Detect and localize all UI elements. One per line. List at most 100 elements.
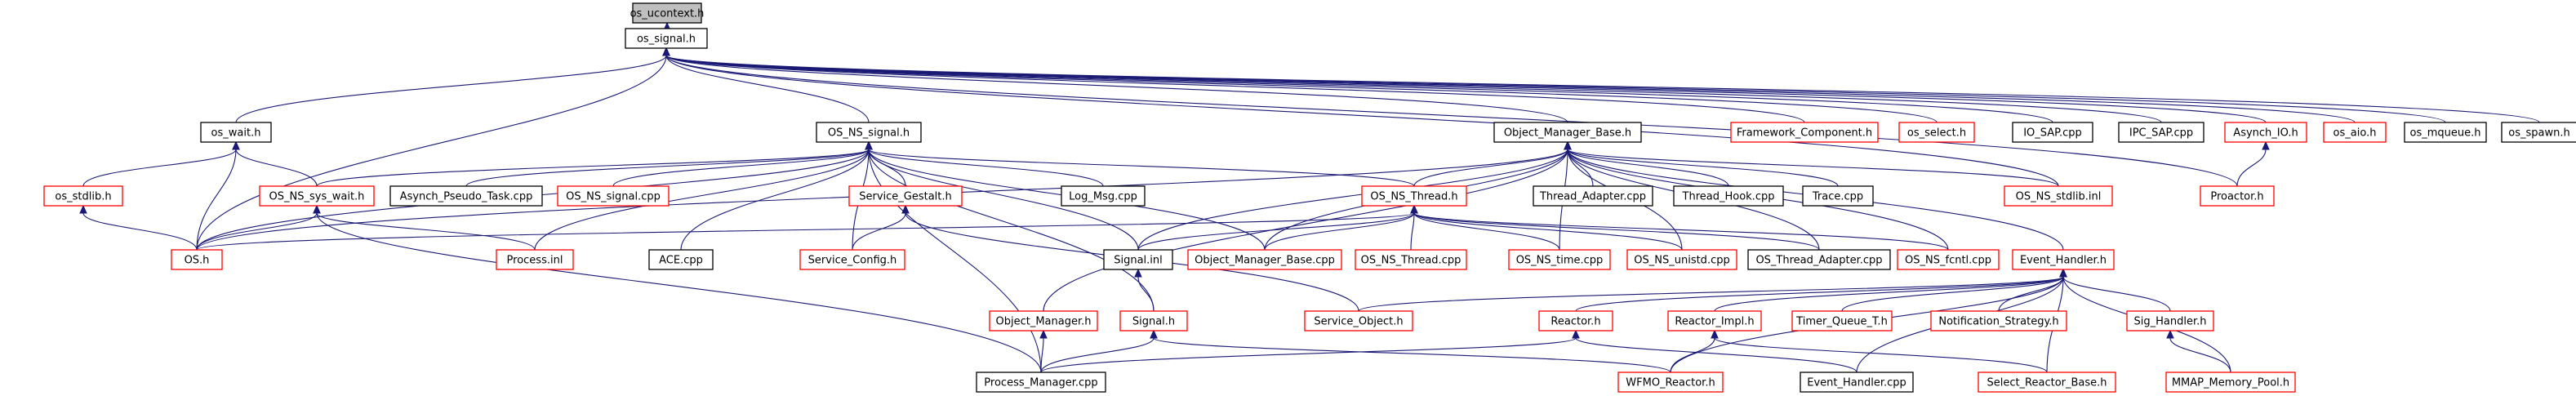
node-os_aio_h[interactable]: os_aio.h	[2323, 122, 2387, 143]
node-Process_Manager_cpp[interactable]: Process_Manager.cpp	[976, 372, 1106, 393]
edge-os_wait_h-to-os_signal_h	[235, 47, 670, 123]
node-Object_Manager_Base_cpp[interactable]: Object_Manager_Base.cpp	[1187, 249, 1342, 270]
node-label: os_spawn.h	[2508, 127, 2569, 140]
node-label: Signal.h	[1132, 316, 1175, 328]
edge-OS_NS_sys_wait_h-to-OS_NS_signal_h	[316, 140, 873, 187]
node-label: Service_Config.h	[808, 255, 897, 267]
node-WFMO_Reactor_h[interactable]: WFMO_Reactor.h	[1617, 372, 1724, 393]
node-box	[200, 122, 272, 143]
edge-Process_Manager_cpp-to-Object_Manager_h	[1039, 329, 1048, 373]
node-label: Object_Manager_Base.h	[1504, 127, 1631, 140]
node-Thread_Hook_cpp[interactable]: Thread_Hook.cpp	[1673, 185, 1784, 207]
edge-OS_NS_unistd_cpp-to-OS_NS_Thread_h	[1410, 204, 1683, 251]
node-box	[976, 372, 1106, 393]
node-box	[2012, 122, 2093, 143]
node-box	[43, 185, 123, 207]
edge-Object_Manager_h-to-Object_Manager_Base_h	[1043, 140, 1572, 312]
edge-Log_Msg_cpp-to-OS_NS_signal_h	[865, 140, 1104, 187]
edge-Framework_Component_h-to-os_signal_h	[662, 47, 1805, 123]
node-os_signal_h[interactable]: os_signal.h	[625, 28, 708, 49]
node-label: Framework_Component.h	[1737, 127, 1872, 140]
node-box	[2501, 122, 2576, 143]
node-OS_NS_Thread_cpp[interactable]: OS_NS_Thread.cpp	[1355, 249, 1467, 270]
node-OS_h[interactable]: OS.h	[171, 249, 223, 270]
node-IPC_SAP_cpp[interactable]: IPC_SAP.cpp	[2118, 122, 2205, 143]
node-Sig_Handler_h[interactable]: Sig_Handler.h	[2126, 310, 2214, 331]
node-box	[2165, 372, 2296, 393]
node-Service_Config_h[interactable]: Service_Config.h	[799, 249, 905, 270]
node-os_wait_h[interactable]: os_wait.h	[200, 122, 272, 143]
node-OS_NS_signal_cpp[interactable]: OS_NS_signal.cpp	[557, 185, 670, 207]
node-Proactor_h[interactable]: Proactor.h	[2200, 185, 2275, 207]
node-Log_Msg_cpp[interactable]: Log_Msg.cpp	[1061, 185, 1146, 207]
node-Process_inl[interactable]: Process.inl	[496, 249, 574, 270]
node-os_ucontext_h[interactable]: os_ucontext.h	[630, 2, 705, 24]
node-box	[1061, 185, 1146, 207]
node-box	[1673, 185, 1784, 207]
node-box	[648, 249, 714, 270]
node-label: os_wait.h	[211, 127, 261, 140]
node-box	[2200, 185, 2275, 207]
node-Reactor_h[interactable]: Reactor.h	[1538, 310, 1613, 331]
node-box	[989, 310, 1098, 331]
node-Asynch_IO_h[interactable]: Asynch_IO.h	[2224, 122, 2307, 143]
node-OS_Thread_Adapter_cpp[interactable]: OS_Thread_Adapter.cpp	[1747, 249, 1891, 270]
node-os_stdlib_h[interactable]: os_stdlib.h	[43, 185, 123, 207]
edge-OS_h-to-os_stdlib_h	[79, 204, 198, 251]
node-IO_SAP_cpp[interactable]: IO_SAP.cpp	[2012, 122, 2093, 143]
node-OS_NS_time_cpp[interactable]: OS_NS_time.cpp	[1508, 249, 1611, 270]
node-MMAP_Memory_Pool_h[interactable]: MMAP_Memory_Pool.h	[2165, 372, 2296, 393]
edge-OS_h-to-os_signal_h	[196, 47, 670, 251]
edge-Process_Manager_cpp-to-OS_NS_sys_wait_h	[313, 204, 1042, 373]
node-label: OS_NS_signal.h	[828, 127, 910, 140]
edge-WFMO_Reactor_h-to-Signal_h	[1150, 329, 1671, 373]
node-Thread_Adapter_cpp[interactable]: Thread_Adapter.cpp	[1533, 185, 1653, 207]
node-label: OS_NS_unistd.cpp	[1634, 255, 1729, 267]
node-box	[1538, 310, 1613, 331]
node-Event_Handler_cpp[interactable]: Event_Handler.cpp	[1800, 372, 1914, 393]
node-OS_NS_unistd_cpp[interactable]: OS_NS_unistd.cpp	[1626, 249, 1737, 270]
node-box	[1730, 122, 1879, 143]
edge-OS_NS_time_cpp-to-OS_NS_Thread_h	[1410, 204, 1560, 251]
node-os_spawn_h[interactable]: os_spawn.h	[2501, 122, 2576, 143]
edge-OS_NS_stdlib_inl-to-Object_Manager_Base_h	[1564, 140, 2059, 187]
node-label: Service_Object.h	[1314, 316, 1403, 328]
node-Select_Reactor_Base_h[interactable]: Select_Reactor_Base.h	[1978, 372, 2116, 393]
node-label: Sig_Handler.h	[2134, 316, 2207, 328]
node-Service_Object_h[interactable]: Service_Object.h	[1304, 310, 1413, 331]
node-Notification_Strategy_h[interactable]: Notification_Strategy.h	[1930, 310, 2067, 331]
edge-Trace_cpp-to-Object_Manager_Base_h	[1564, 140, 1839, 187]
node-os_mqueue_h[interactable]: os_mqueue.h	[2404, 122, 2487, 143]
node-box	[1533, 185, 1653, 207]
node-Signal_inl[interactable]: Signal.inl	[1103, 249, 1173, 270]
node-label: OS_NS_signal.cpp	[566, 191, 661, 203]
node-label: Trace.cpp	[1812, 191, 1863, 203]
node-Asynch_Pseudo_Task_cpp[interactable]: Asynch_Pseudo_Task.cpp	[389, 185, 543, 207]
edge-Notification_Strategy_h-to-Event_Handler_h	[1998, 268, 2067, 312]
node-os_select_h[interactable]: os_select.h	[1898, 122, 1975, 143]
node-Reactor_Impl_h[interactable]: Reactor_Impl.h	[1667, 310, 1762, 331]
node-OS_NS_stdlib_inl[interactable]: OS_NS_stdlib.inl	[2004, 185, 2113, 207]
node-Signal_h[interactable]: Signal.h	[1119, 310, 1188, 331]
edge-Service_Config_h-to-Service_Gestalt_h	[852, 204, 910, 251]
node-Event_Handler_h[interactable]: Event_Handler.h	[2012, 249, 2115, 270]
edge-Service_Object_h-to-Event_Handler_h	[1358, 268, 2067, 312]
node-label: Thread_Hook.cpp	[1682, 191, 1775, 203]
node-OS_NS_sys_wait_h[interactable]: OS_NS_sys_wait.h	[259, 185, 375, 207]
node-box	[625, 28, 708, 49]
node-OS_NS_fcntl_cpp[interactable]: OS_NS_fcntl.cpp	[1897, 249, 2000, 270]
node-Trace_cpp[interactable]: Trace.cpp	[1802, 185, 1874, 207]
node-ACE_cpp[interactable]: ACE.cpp	[648, 249, 714, 270]
node-OS_NS_signal_h[interactable]: OS_NS_signal.h	[816, 122, 922, 143]
edge-OS_NS_signal_h-to-os_signal_h	[662, 47, 870, 123]
node-box	[2126, 310, 2214, 331]
node-Framework_Component_h[interactable]: Framework_Component.h	[1730, 122, 1879, 143]
node-Service_Gestalt_h[interactable]: Service_Gestalt.h	[848, 185, 963, 207]
edge-MMAP_Memory_Pool_h-to-Sig_Handler_h	[2166, 329, 2231, 373]
node-Object_Manager_h[interactable]: Object_Manager.h	[989, 310, 1098, 331]
node-Object_Manager_Base_h[interactable]: Object_Manager_Base.h	[1493, 122, 1642, 143]
node-box	[1103, 249, 1173, 270]
node-label: Log_Msg.cpp	[1069, 191, 1137, 203]
node-Timer_Queue_T_h[interactable]: Timer_Queue_T.h	[1791, 310, 1893, 331]
node-OS_NS_Thread_h[interactable]: OS_NS_Thread.h	[1361, 185, 1467, 207]
